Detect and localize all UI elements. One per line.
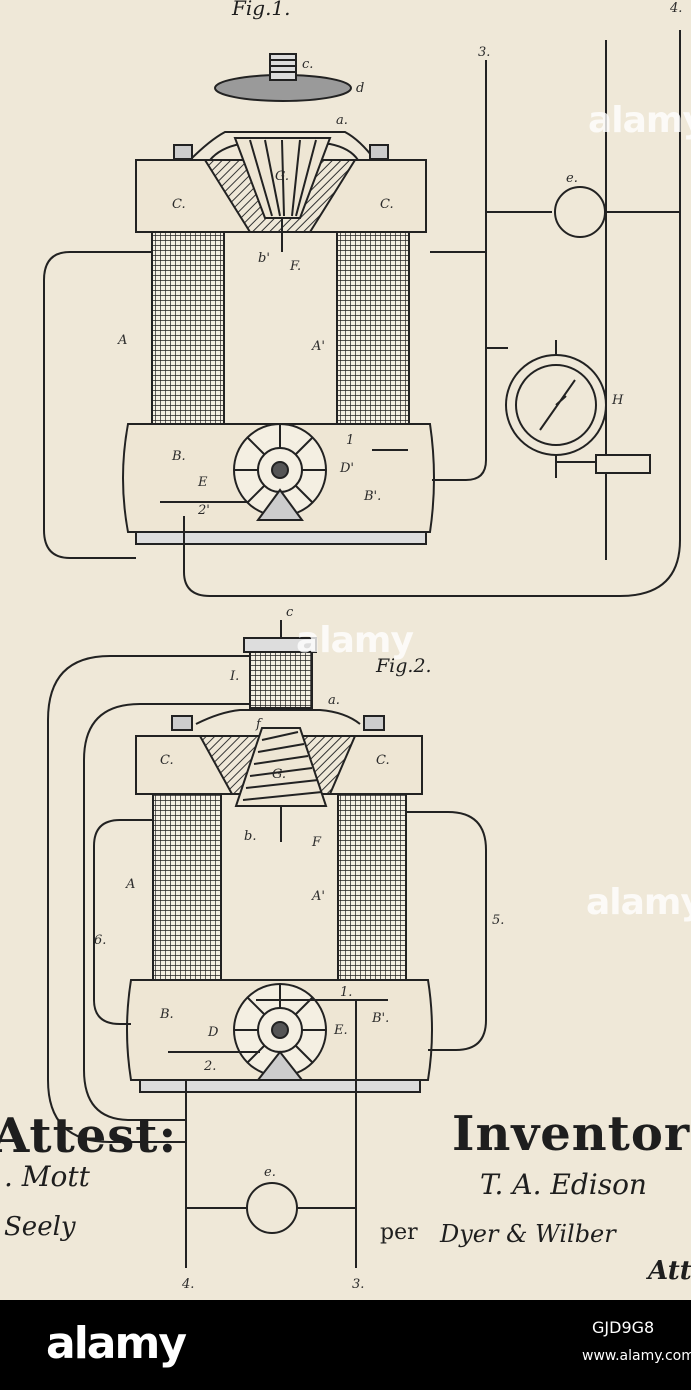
fig1-label-wire-3: 3. [478,45,490,60]
resistance-coil [596,455,650,473]
fig1-label-h: H [611,393,624,408]
coil-a [152,232,224,424]
fig1-label-e-meter: e. [566,171,578,186]
figure-1 [44,30,680,596]
fig1-label-e-arm: E [197,475,208,490]
coil-a-2 [153,794,221,980]
fig1-label-a-coil: A [117,333,127,348]
fig2-label-c: c [286,605,294,620]
site-url[interactable]: www.alamy.com [582,1348,691,1364]
fig2-label-wire-5: 5. [492,913,504,928]
fig1-label-b-prime: B'. [363,489,381,504]
alamy-logo[interactable]: alamy [46,1318,185,1369]
per-label: per [380,1220,418,1245]
meter-e-2 [247,1183,297,1233]
fig1-label-wire-1: 1 [346,433,354,448]
fig2-label-g: G. [272,767,286,782]
fig1-label-wire-4: 4. [669,1,682,16]
fig2-label-a: a. [328,693,340,708]
inventor-signature: T. A. Edison [480,1168,647,1201]
fig2-label-wire-6: 6. [94,933,106,948]
fig2-label-d: D [207,1025,219,1040]
fig1-label-d: d [356,81,364,96]
figure-1-title: Fig.1. [232,0,291,20]
fig1-label-a-prime: A' [311,339,325,354]
fig2-label-f-cap: F [311,835,322,850]
fig1-label-b: b' [258,251,270,266]
fig1-label-d-prime: D' [339,461,354,476]
coil-a-prime [337,232,409,424]
inventor-heading: Inventor [452,1106,690,1162]
witness-signature-2: Seely [4,1212,76,1242]
fig2-label-e: E. [333,1023,348,1038]
witnesses-heading: Attest: [0,1108,177,1164]
fig2-label-i: I. [229,669,239,684]
fig2-label-a-coil: A [125,877,135,892]
fig1-label-wire-2: 2' [197,503,210,518]
fig2-label-a-prime: A' [311,889,325,904]
fig2-label-e-meter: e. [264,1165,276,1180]
attorneys-signature: Dyer & Wilber [440,1220,616,1248]
watermark-logo: alamy [296,620,413,661]
fig2-label-wire-3: 3. [352,1277,364,1292]
coil-a-prime-2 [338,794,406,980]
fig1-label-c-right: C. [380,197,394,212]
fig2-label-wire-2: 2. [203,1059,216,1074]
fig2-label-b-prime: B'. [371,1011,389,1026]
fig2-label-c-left: C. [160,753,174,768]
fig1-label-c-left: C. [172,197,186,212]
image-id: GJD9G8 [592,1318,654,1337]
meter-e [555,187,605,237]
fig1-label-f: F. [289,259,301,274]
watermark-logo: alamy [588,100,691,141]
fig2-label-c-right: C. [376,753,390,768]
fig1-label-c: c. [302,57,313,72]
fig1-label-g: G. [275,169,289,184]
fig2-label-b-base: B. [159,1007,174,1022]
fig2-label-wire-4: 4. [181,1277,194,1292]
fig2-label-b: b. [244,829,256,844]
witness-signature-1: . Mott [4,1160,90,1193]
fig1-label-b-base: B. [171,449,186,464]
attorney-label: Att [648,1256,691,1286]
fig1-label-a: a. [336,113,348,128]
watermark-logo: alamy [586,882,691,923]
fig2-label-wire-1: 1. [340,985,352,1000]
